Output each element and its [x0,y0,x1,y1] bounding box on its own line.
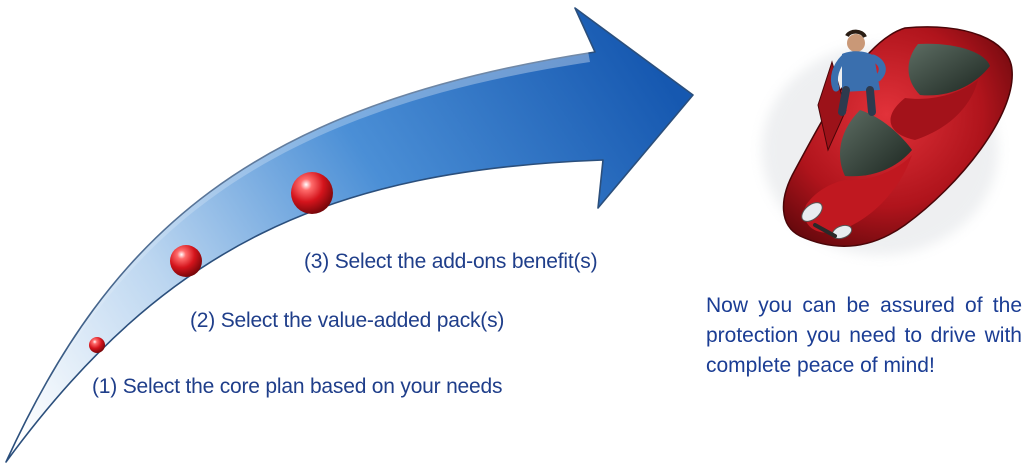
red-bead-icon [291,172,333,214]
step-3-label: (3) Select the add-ons benefit(s) [304,250,598,273]
step-1-label: (1) Select the core plan based on your n… [92,375,503,398]
step-2-label: (2) Select the value-added pack(s) [190,309,505,332]
red-bead-icon [89,337,105,353]
conclusion-text: Now you can be assured of the protection… [706,294,1022,377]
red-bead-icon [170,245,202,277]
curved-arrow-icon [5,7,694,463]
car-with-driver-image [762,26,1013,255]
